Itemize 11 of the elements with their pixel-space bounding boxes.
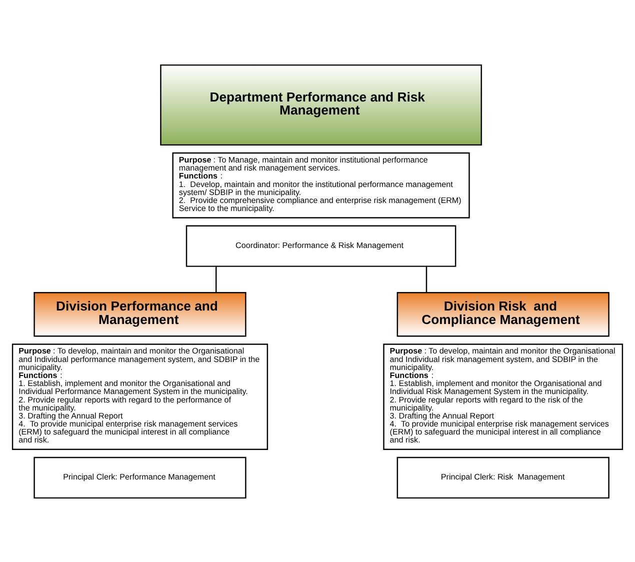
node-box: Principal Clerk: Risk Management [396,456,610,498]
connector [426,266,428,292]
node-box: Principal Clerk: Performance Management [34,456,246,498]
node-box: Purpose: To develop, maintain and monitor the Organisational and Individual performance management system, and SDBIP in the municipality. Functions: 1. Establish, implement and monitor the Organisational and Individual Performance Management System in the municipality. 2. Provide regular reports with regard to the performance of the municipality. 3. Drafting the Annual Report 4. To provide municipal enterprise risk management services (ERM) to safeguard the municipal interest in all compliance and risk. [12,343,268,450]
node-box: Purpose: To Manage, maintain and monitor institutional performance management and risk management services. Functions: 1. Develop, maintain and monitor the institutional performance management system/ SDBIP in the municipality. 2. Provide comprehensive compliance and enterprise risk management (ERM) Service to the municipality. [172,152,470,218]
node-box: Division Performance and Management [34,292,246,336]
node-box: Department Performance and Risk Management [160,64,482,146]
node-box: Purpose: To develop, maintain and monitor the Organisational and Individual risk management system, and SDBIP in the municipality. Functions: 1. Establish, implement and monitor the Organisational and Individual Risk Management System in the municipality. 2. Provide regular reports with regard to the risk of the municipality. 3. Drafting the Annual Report 4. To provide municipal enterprise risk management services (ERM) to safeguard the municipal interest in all compliance and risk. [383,343,624,450]
node-box: Coordinator: Performance & Risk Management [186,224,456,266]
node-box: Division Risk and Compliance Management [396,292,610,336]
connector [216,266,217,292]
